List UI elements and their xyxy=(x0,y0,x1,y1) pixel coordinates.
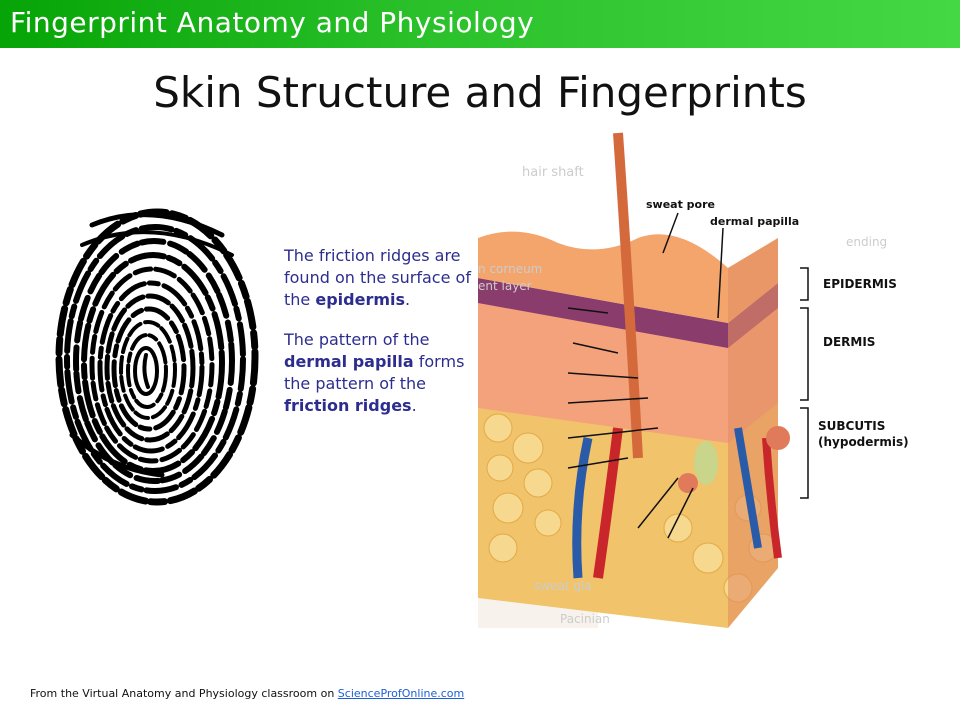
label-pacinian: Pacinian xyxy=(560,612,610,626)
paragraph2-text: The pattern of the xyxy=(284,330,430,349)
label-sweat-gland: sweat gla xyxy=(534,579,592,593)
paragraph-dermal-papilla: The pattern of the dermal papilla forms … xyxy=(284,329,474,417)
paragraph-friction-ridges: The friction ridges are found on the sur… xyxy=(284,245,474,311)
label-sweat-pore: sweat pore xyxy=(646,198,715,211)
paragraph1-text: The friction ridges are found on the sur… xyxy=(284,246,471,309)
label-stratum-corneum: n corneum xyxy=(478,262,542,276)
fingerprint-image xyxy=(55,208,259,506)
label-ent-layer: ent layer xyxy=(478,279,532,293)
footer-link[interactable]: ScienceProfOnline.com xyxy=(337,687,465,700)
paragraph2-end: . xyxy=(411,396,417,415)
paragraph1-end: . xyxy=(405,290,411,309)
header-title: Fingerprint Anatomy and Physiology xyxy=(10,6,535,39)
label-dermal-papilla: dermal papilla xyxy=(710,215,799,228)
label-hypodermis: (hypodermis) xyxy=(818,435,909,449)
term-friction-ridges: friction ridges xyxy=(284,396,412,415)
label-nerve-ending: ending xyxy=(846,235,887,249)
skin-cross-section-diagram: hair shaft sweat pore dermal papilla end… xyxy=(478,132,909,628)
label-dermis: DERMIS xyxy=(823,335,875,349)
label-epidermis: EPIDERMIS xyxy=(823,277,897,291)
footer-credit: From the Virtual Anatomy and Physiology … xyxy=(30,687,464,700)
header-bar: Fingerprint Anatomy and Physiology xyxy=(0,0,960,48)
footer-text: From the Virtual Anatomy and Physiology … xyxy=(30,687,338,700)
term-dermal-papilla: dermal papilla xyxy=(284,352,414,371)
label-hair-shaft: hair shaft xyxy=(522,165,584,180)
term-epidermis: epidermis xyxy=(315,290,406,309)
description-text: The friction ridges are found on the sur… xyxy=(284,245,474,435)
label-subcutis: SUBCUTIS xyxy=(818,419,885,433)
paragraph2-middle: forms the pattern of the xyxy=(284,352,465,393)
slide-title: Skin Structure and Fingerprints xyxy=(153,68,807,117)
